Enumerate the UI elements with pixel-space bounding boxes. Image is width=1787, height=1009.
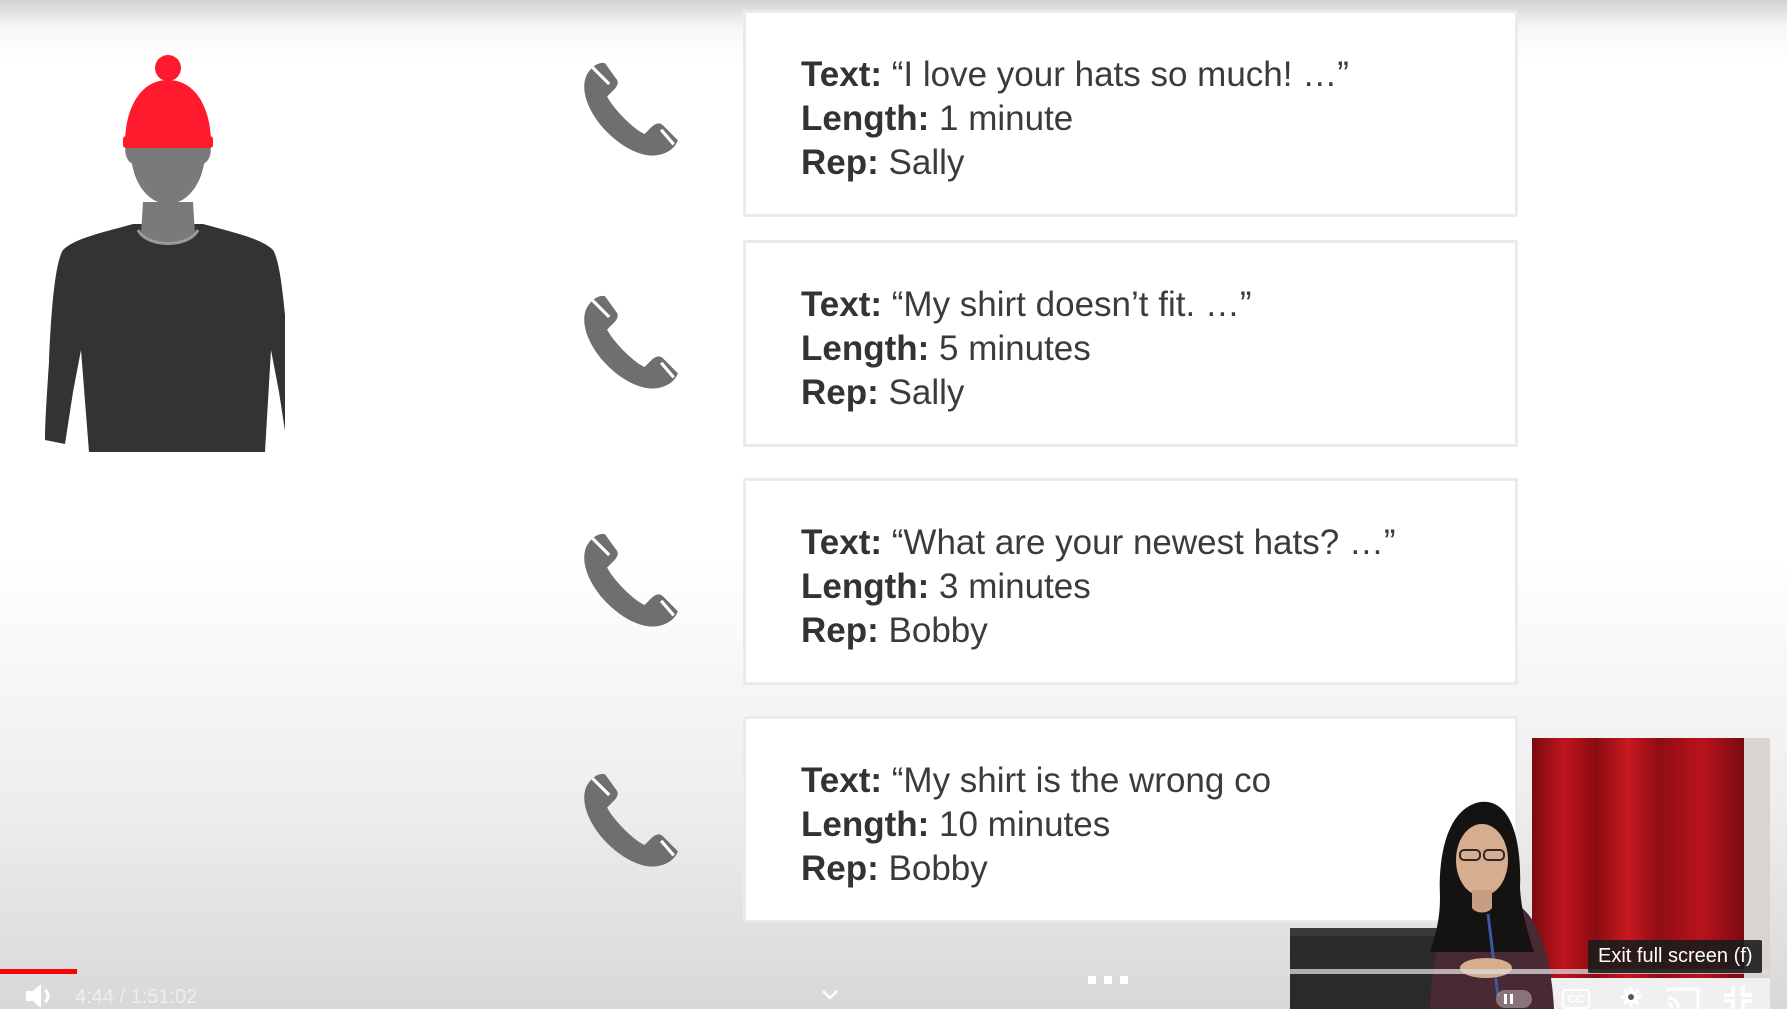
call-rep-line: Rep: Bobby — [801, 849, 988, 888]
exit-fullscreen-tooltip: Exit full screen (f) — [1588, 940, 1763, 973]
call-text-line: Text: “My shirt is the wrong co — [801, 761, 1272, 800]
customer-icon — [45, 55, 285, 452]
call-text-line: Text: “What are your newest hats? …” — [801, 523, 1396, 562]
chevron-down-icon[interactable] — [820, 988, 840, 1002]
phone-icon — [584, 295, 678, 389]
captions-icon[interactable]: CC — [1562, 989, 1590, 1009]
progress-played — [0, 969, 77, 974]
call-text-line: Text: “My shirt doesn’t fit. …” — [801, 285, 1252, 324]
settings-icon[interactable] — [1617, 985, 1645, 1009]
volume-icon[interactable] — [24, 982, 58, 1009]
call-card: Text: “I love your hats so much! …” Leng… — [743, 10, 1518, 217]
phone-icon — [584, 773, 678, 867]
call-card: Text: “My shirt is the wrong co Length: … — [743, 716, 1518, 923]
call-card: Text: “My shirt doesn’t fit. …” Length: … — [743, 240, 1518, 447]
presenter-video — [1290, 738, 1770, 1009]
call-rep-line: Rep: Sally — [801, 373, 965, 412]
call-card: Text: “What are your newest hats? …” Len… — [743, 478, 1518, 685]
call-length-line: Length: 5 minutes — [801, 329, 1091, 368]
call-length-line: Length: 3 minutes — [801, 567, 1091, 606]
phone-icon — [584, 533, 678, 627]
call-rep-line: Rep: Bobby — [801, 611, 988, 650]
call-length-line: Length: 1 minute — [801, 99, 1074, 138]
call-length-line: Length: 10 minutes — [801, 805, 1111, 844]
pause-icon[interactable] — [1494, 988, 1534, 1009]
call-text-line: Text: “I love your hats so much! …” — [801, 55, 1349, 94]
presenter-image — [1290, 738, 1770, 1009]
phone-icon — [584, 62, 678, 156]
time-display: 4:44 / 1:51:02 — [75, 986, 198, 1008]
more-icon[interactable] — [1086, 974, 1130, 986]
cast-icon[interactable] — [1666, 986, 1700, 1009]
exit-fullscreen-icon[interactable] — [1724, 986, 1752, 1009]
call-rep-line: Rep: Sally — [801, 143, 965, 182]
progress-bar[interactable] — [0, 969, 1787, 974]
